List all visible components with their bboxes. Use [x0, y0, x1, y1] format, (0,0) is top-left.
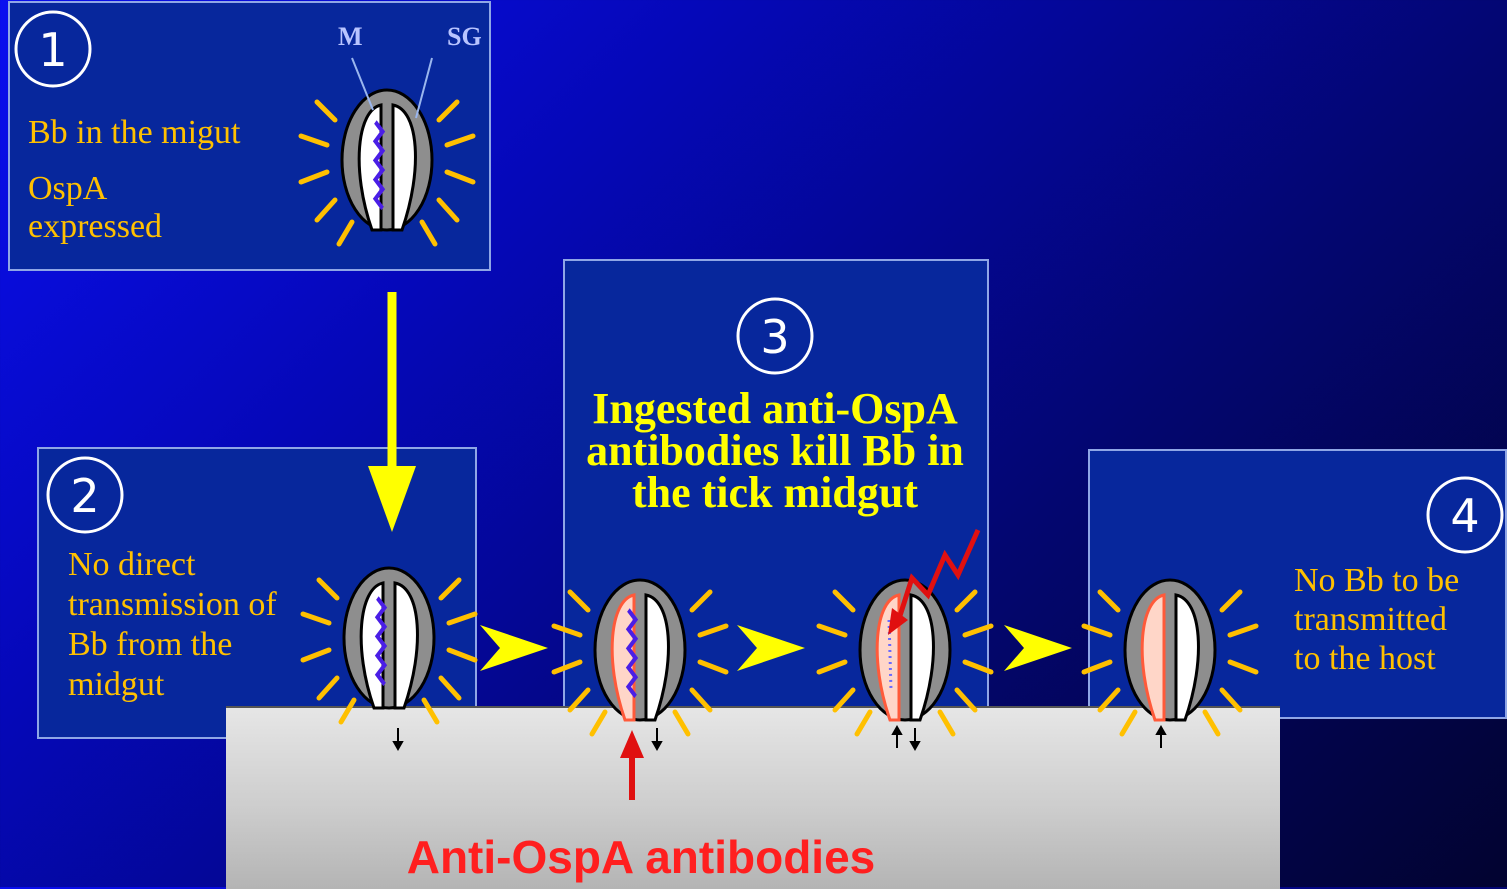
flow-arrow-1 — [480, 625, 548, 671]
svg-text:4: 4 — [1450, 489, 1479, 543]
svg-text:1: 1 — [38, 23, 67, 77]
flow-arrow-2 — [737, 625, 805, 671]
antibody-label: Anti-OspA antibodies — [226, 832, 1056, 882]
tick-step2 — [303, 568, 475, 722]
svg-text:2: 2 — [70, 469, 99, 523]
svg-text:3: 3 — [760, 310, 789, 364]
step3-title: Ingested anti-OspA antibodies kill Bb in… — [585, 388, 965, 514]
pointer-salivary-gland — [416, 58, 432, 118]
tick-step1 — [301, 70, 473, 244]
arrow-step1-to-step2 — [368, 292, 416, 532]
flow-arrow-3 — [1004, 625, 1072, 671]
tick-step3a — [554, 580, 726, 734]
mouthpart-arrows — [394, 727, 1165, 749]
tick-step4 — [1084, 580, 1256, 734]
antibody-uptake-arrow — [620, 730, 644, 800]
